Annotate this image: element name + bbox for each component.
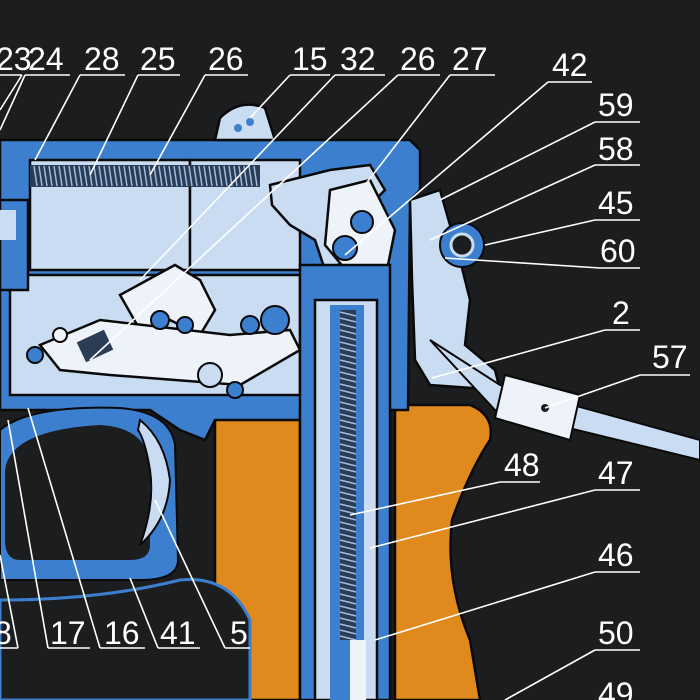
rear-sight-pin xyxy=(234,124,242,132)
label-15: 15 xyxy=(292,41,328,77)
label-32: 32 xyxy=(340,41,376,77)
label-50: 50 xyxy=(598,615,634,651)
leader-27 xyxy=(364,74,451,186)
recoil-spring xyxy=(30,165,260,187)
label-16: 16 xyxy=(104,615,140,651)
trigger-spring xyxy=(76,329,114,363)
stock-clamp xyxy=(493,373,582,442)
pin-b xyxy=(176,316,194,334)
leader-8 xyxy=(0,554,19,649)
leader-32 xyxy=(139,74,336,281)
leader-16 xyxy=(27,407,101,649)
trigger-guard-opening xyxy=(5,425,150,560)
pin-g xyxy=(52,327,68,343)
label-42: 42 xyxy=(552,47,588,83)
pin-h xyxy=(26,346,44,364)
label-47: 47 xyxy=(598,455,634,491)
label-41: 41 xyxy=(160,615,196,651)
label-26-b: 26 xyxy=(400,41,436,77)
leader-45 xyxy=(484,219,596,246)
leader-46 xyxy=(374,571,596,641)
label-58: 58 xyxy=(598,131,634,167)
leader-48 xyxy=(349,481,501,516)
leader-lines xyxy=(0,74,690,700)
magazine-follower xyxy=(350,640,366,700)
stock-pivot-inner xyxy=(449,232,475,258)
leader-57 xyxy=(544,374,641,409)
leader-42 xyxy=(344,81,549,256)
leader-15 xyxy=(249,74,291,119)
leader-60 xyxy=(444,257,601,269)
leader-2 xyxy=(431,329,606,379)
pin-e xyxy=(197,362,223,388)
leader-25 xyxy=(89,74,139,176)
leader-47 xyxy=(369,489,596,549)
pin-c xyxy=(240,315,260,335)
leader-23 xyxy=(0,74,23,111)
label-17: 17 xyxy=(50,615,86,651)
label-46: 46 xyxy=(598,537,634,573)
leader-26a xyxy=(149,74,206,176)
pin-f xyxy=(226,381,244,399)
label-60: 60 xyxy=(600,233,636,269)
label-26: 26 xyxy=(208,41,244,77)
label-8: 8 xyxy=(0,615,12,651)
leader-26b xyxy=(89,74,399,361)
label-49: 49 xyxy=(598,676,634,700)
leader-17 xyxy=(7,419,49,649)
pin-d xyxy=(260,305,290,335)
leader-28 xyxy=(34,74,81,161)
left-insert xyxy=(0,210,16,240)
leader-24 xyxy=(0,74,26,131)
rear-sight xyxy=(213,103,277,142)
hammer-pin xyxy=(350,210,374,234)
label-57: 57 xyxy=(652,339,688,375)
leader-41 xyxy=(129,577,159,649)
label-25: 25 xyxy=(140,41,176,77)
rear-sight-pin-2 xyxy=(246,118,254,126)
hammer-pivot xyxy=(332,235,358,261)
leader-59 xyxy=(439,121,596,201)
magazine-spring xyxy=(339,310,357,641)
label-24: 24 xyxy=(28,41,64,77)
stock-arm xyxy=(429,339,700,462)
label-59: 59 xyxy=(598,87,634,123)
grip-front-strap xyxy=(0,578,252,700)
leader-50 xyxy=(504,649,596,700)
label-23: 23 xyxy=(0,41,32,77)
label-5: 5 xyxy=(230,615,248,651)
label-27: 27 xyxy=(452,41,488,77)
label-2: 2 xyxy=(612,295,630,331)
leader-58 xyxy=(429,164,596,241)
part-labels: 23 24 28 25 26 15 32 26 27 42 59 58 45 6… xyxy=(0,41,688,700)
label-45: 45 xyxy=(598,185,634,221)
label-48: 48 xyxy=(504,447,540,483)
leader-5 xyxy=(154,499,226,649)
label-28: 28 xyxy=(84,41,120,77)
pin-a xyxy=(150,310,170,330)
